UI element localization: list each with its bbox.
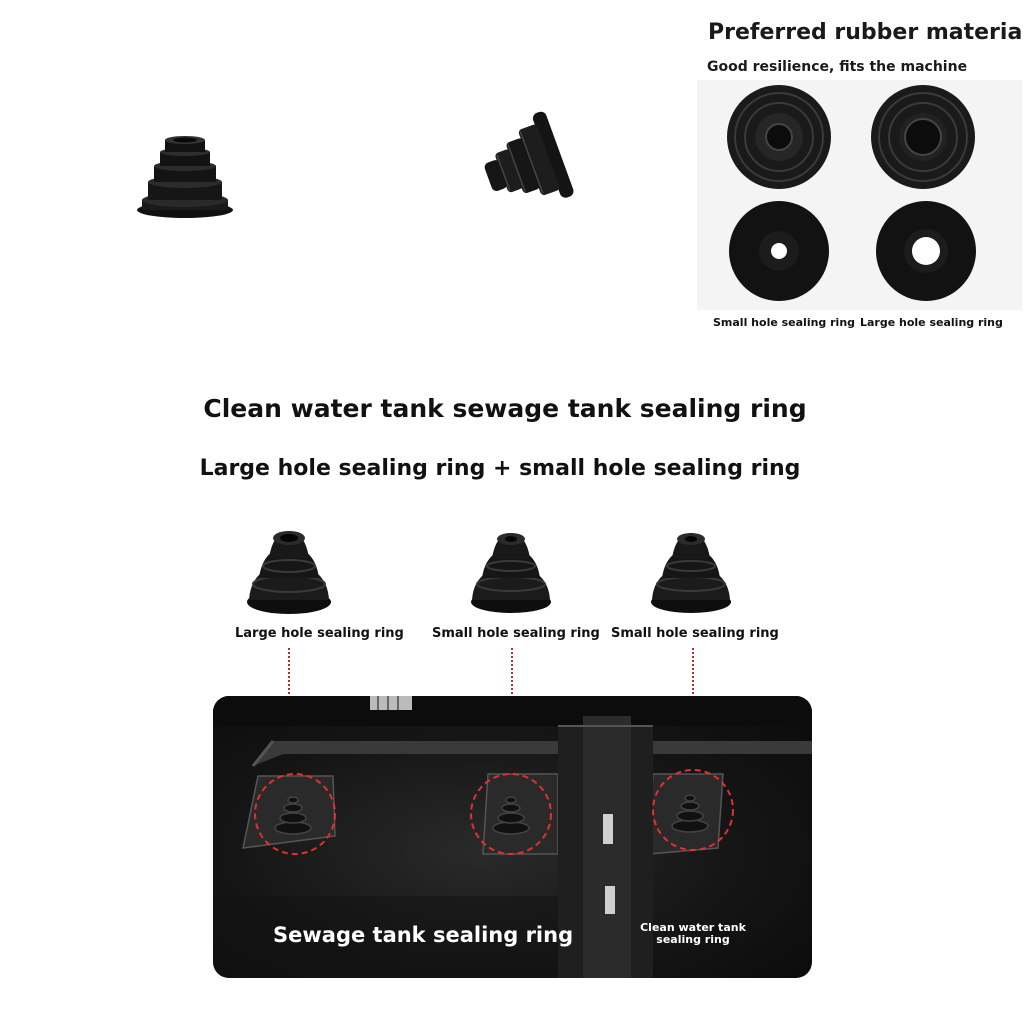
large-hole-seal-photo [247, 531, 331, 614]
material-subtitle: Good resilience, fits the machine [707, 59, 968, 75]
leader-line-1 [288, 648, 290, 738]
section-title: Clean water tank sewage tank sealing rin… [203, 394, 807, 423]
clean-water-tank-label: Clean water tank sealing ring [640, 921, 746, 946]
leader-line-3 [692, 648, 694, 738]
small-ring-bottom-view [729, 201, 829, 301]
seal-caption-small-2: Small hole sealing ring [611, 626, 779, 641]
material-photo-panel [697, 80, 1022, 310]
section-subtitle: Large hole sealing ring + small hole sea… [199, 456, 801, 481]
small-ring-caption: Small hole sealing ring [713, 316, 856, 329]
sealing-ring-side-photo [484, 111, 574, 198]
small-ring-top-view [727, 85, 831, 189]
sealing-ring-upright-photo [137, 136, 233, 218]
large-ring-bottom-view [876, 201, 976, 301]
seal-caption-large: Large hole sealing ring [235, 626, 404, 641]
material-title: Preferred rubber material [708, 20, 1024, 45]
machine-interior-drawing [213, 696, 812, 978]
seal-caption-small-1: Small hole sealing ring [432, 626, 600, 641]
machine-photo: Sewage tank sealing ring Clean water tan… [213, 696, 812, 978]
small-hole-seal-photo-2 [651, 533, 731, 613]
large-ring-top-view [871, 85, 975, 189]
sewage-tank-label: Sewage tank sealing ring [273, 923, 574, 947]
leader-line-2 [511, 648, 513, 738]
small-hole-seal-photo-1 [471, 533, 551, 613]
large-ring-caption: Large hole sealing ring [860, 316, 1003, 329]
